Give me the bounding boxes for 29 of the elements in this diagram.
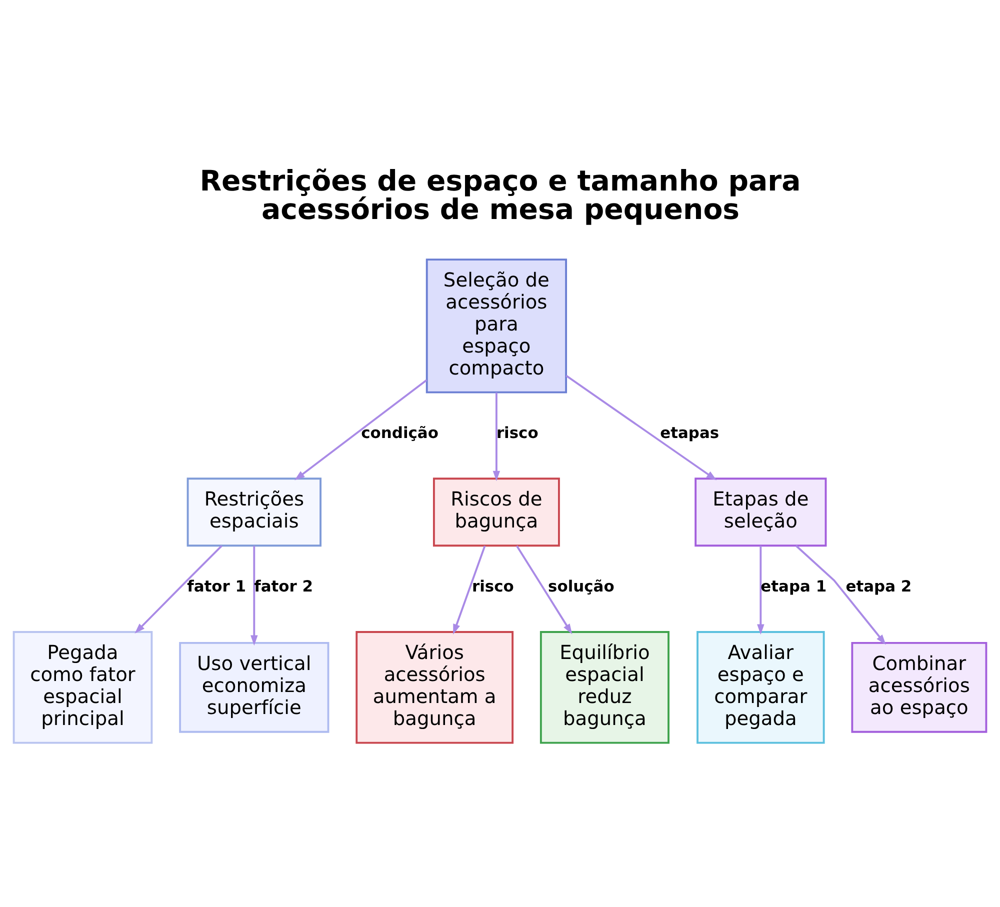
node-box: Restrições espaciais (186, 478, 322, 547)
arrow (294, 379, 428, 480)
diagram-title: Restrições de espaço e tamanho para acessórios de mesa pequenos (200, 164, 801, 226)
node-box: Etapas de seleção (694, 478, 827, 547)
node-box: Riscos de bagunça (432, 478, 560, 547)
edge-label: risco (496, 424, 538, 442)
node-box: Seleção de acessórios para espaço compacto (426, 258, 568, 394)
edge-label: risco (472, 578, 514, 596)
edge-label: condição (361, 424, 438, 442)
node-box: Avaliar espaço e comparar pegada (696, 631, 825, 744)
arrow (134, 545, 222, 634)
arrow (566, 374, 717, 480)
arrow (250, 546, 258, 646)
node-box: Equilíbrio espacial reduz bagunça (540, 631, 670, 744)
edge-label: etapa 1 (760, 578, 827, 596)
arrow (453, 546, 486, 634)
node-box: Vários acessórios aumentam a bagunça (356, 631, 514, 744)
node-box: Pegada como fator espacial principal (12, 631, 153, 744)
arrow (757, 546, 764, 635)
arrow (492, 392, 500, 482)
node-box: Uso vertical economiza superfície (179, 642, 330, 733)
arrow (795, 545, 886, 645)
arrow (516, 545, 572, 634)
edge-label: etapas (660, 424, 720, 442)
edge-label: etapa 2 (846, 578, 912, 596)
edge-label: fator 1 (187, 578, 246, 596)
edge-label: fator 2 (254, 578, 314, 596)
node-box: Combinar acessórios ao espaço (851, 642, 988, 733)
edge-label: solução (548, 578, 614, 596)
